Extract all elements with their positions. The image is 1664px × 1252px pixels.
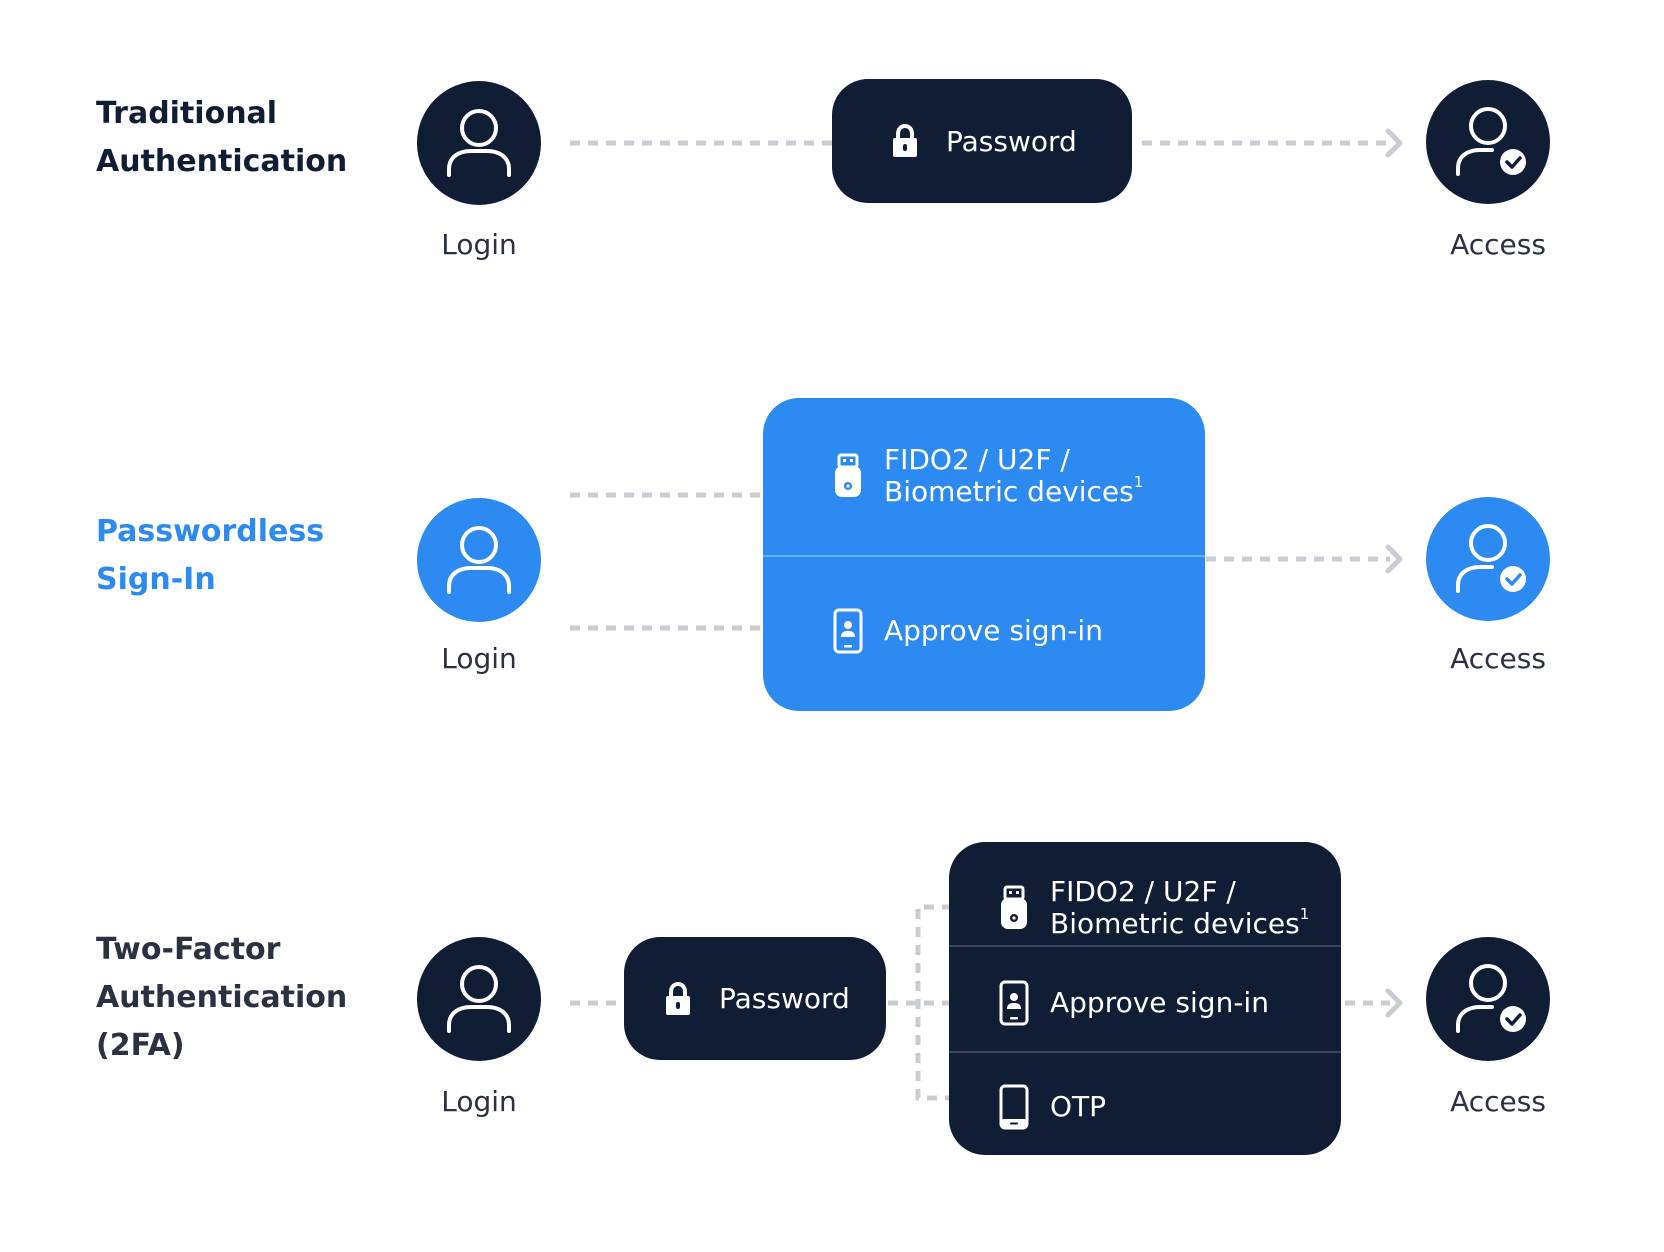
phone-user-icon	[998, 980, 1030, 1026]
access-label: Access	[1450, 1085, 1546, 1118]
twofa-options-box: FIDO2 / U2F / Biometric devices1 Approve…	[949, 842, 1341, 1155]
user-check-icon	[1426, 937, 1550, 1061]
usb-security-key-icon	[998, 885, 1030, 930]
password-step-traditional: Password	[832, 79, 1132, 203]
lock-icon	[661, 981, 695, 1017]
access-node-traditional	[1426, 80, 1550, 204]
user-check-icon	[1426, 497, 1550, 621]
login-node-traditional	[417, 81, 541, 205]
option-divider	[949, 945, 1341, 947]
option-approve-sign-in: Approve sign-in	[949, 963, 1341, 1043]
user-check-icon	[1426, 80, 1550, 204]
arrowhead	[1385, 544, 1403, 574]
phone-user-icon	[832, 608, 864, 654]
option-security-key: FIDO2 / U2F / Biometric devices1	[763, 436, 1205, 516]
option-divider	[949, 1051, 1341, 1053]
option-label: FIDO2 / U2F / Biometric devices1	[884, 443, 1144, 508]
access-label: Access	[1450, 228, 1546, 261]
passwordless-options-box: FIDO2 / U2F / Biometric devices1 Approve…	[763, 398, 1205, 711]
password-step-twofa: Password	[624, 937, 886, 1060]
user-icon	[417, 81, 541, 205]
option-divider	[763, 555, 1205, 557]
option-label: FIDO2 / U2F / Biometric devices1	[1050, 875, 1310, 940]
access-node-passwordless	[1426, 497, 1550, 621]
usb-security-key-icon	[832, 453, 864, 498]
password-label: Password	[946, 124, 1077, 158]
arrowhead	[1385, 988, 1403, 1018]
access-node-twofa	[1426, 937, 1550, 1061]
option-security-key: FIDO2 / U2F / Biometric devices1	[949, 868, 1341, 948]
login-label: Login	[441, 1085, 517, 1118]
password-label: Password	[719, 982, 850, 1015]
user-icon	[417, 937, 541, 1061]
option-label: OTP	[1050, 1090, 1107, 1123]
lock-icon	[888, 123, 922, 159]
connector-bracket	[915, 904, 952, 1101]
row-title-traditional: Traditional Authentication	[96, 96, 348, 179]
row-title-twofa: Two-Factor Authentication (2FA)	[96, 932, 348, 1063]
user-icon	[417, 498, 541, 622]
row-title-passwordless: Passwordless Sign-In	[96, 514, 325, 597]
arrowhead	[1385, 128, 1403, 158]
option-otp: OTP	[949, 1067, 1341, 1147]
option-label: Approve sign-in	[884, 614, 1103, 647]
login-label: Login	[441, 642, 517, 675]
login-label: Login	[441, 228, 517, 261]
login-node-passwordless	[417, 498, 541, 622]
login-node-twofa	[417, 937, 541, 1061]
smartphone-icon	[998, 1084, 1030, 1130]
access-label: Access	[1450, 642, 1546, 675]
option-label: Approve sign-in	[1050, 986, 1269, 1019]
option-approve-sign-in: Approve sign-in	[763, 591, 1205, 671]
